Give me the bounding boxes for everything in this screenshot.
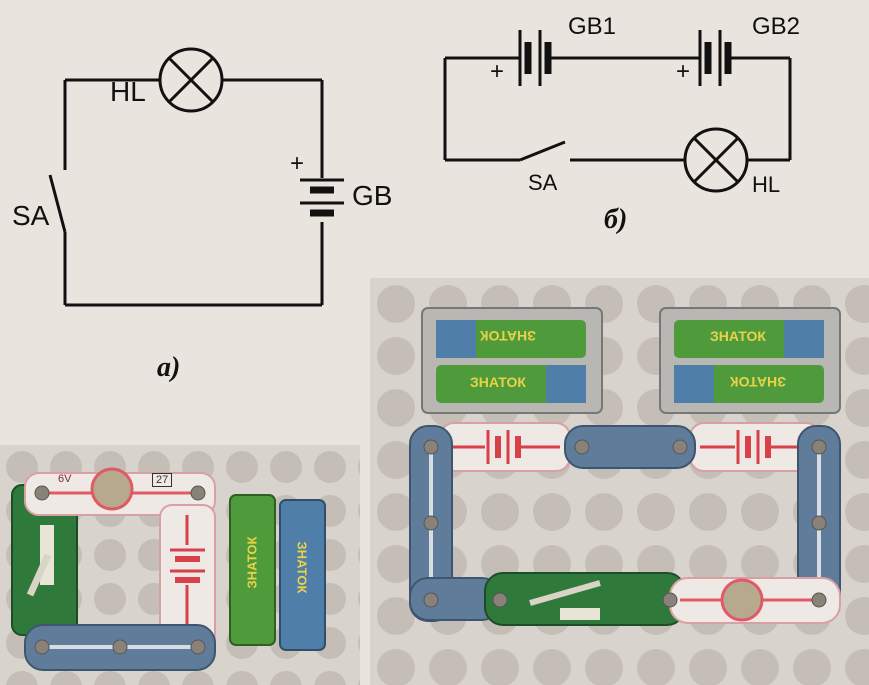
battery-label-gb2: GB2 <box>752 13 801 40</box>
battery-label-gb1: GB1 <box>568 13 617 40</box>
battery-brand-left-1: ЗНАТОК <box>244 536 260 589</box>
photo-left-circuit: 6V 27 ЗНАТОК ЗНАТОК <box>0 445 360 685</box>
battery-brand-right-2: ЗНАТОК <box>470 374 526 390</box>
photo-right-circuit: ЗНАТОК ЗНАТОК ЗНАТОК ЗНАТОК <box>370 278 869 685</box>
battery-brand-right-3: ЗНАТОК <box>710 328 766 344</box>
battery-label-gb: GB <box>352 180 393 211</box>
plus-sign-gb: + <box>290 150 305 177</box>
voltage-label: 6V <box>58 473 72 485</box>
battery-symbol-gb2 <box>698 30 732 86</box>
switch-label-sa: SA <box>12 200 50 231</box>
caption-b: б) <box>604 204 628 235</box>
battery-brand-right-4: ЗНАТОК <box>730 374 786 390</box>
battery-symbol-gb1 <box>518 30 552 86</box>
part-number-label: 27 <box>152 473 173 487</box>
plus-sign-gb2: + <box>676 58 691 85</box>
circuit-diagram-b <box>443 30 792 193</box>
battery-brand-right-1: ЗНАТОК <box>480 328 536 344</box>
battery-symbol-gb <box>300 178 344 217</box>
circuit-diagram-a <box>48 47 344 307</box>
caption-a: а) <box>157 352 181 383</box>
lamp-label-hl: HL <box>110 76 146 107</box>
switch-label-sa-b: SA <box>528 170 558 195</box>
lamp-label-hl-b: HL <box>752 172 781 197</box>
plus-sign-gb1: + <box>490 58 505 85</box>
battery-brand-left-2: ЗНАТОК <box>294 541 310 594</box>
